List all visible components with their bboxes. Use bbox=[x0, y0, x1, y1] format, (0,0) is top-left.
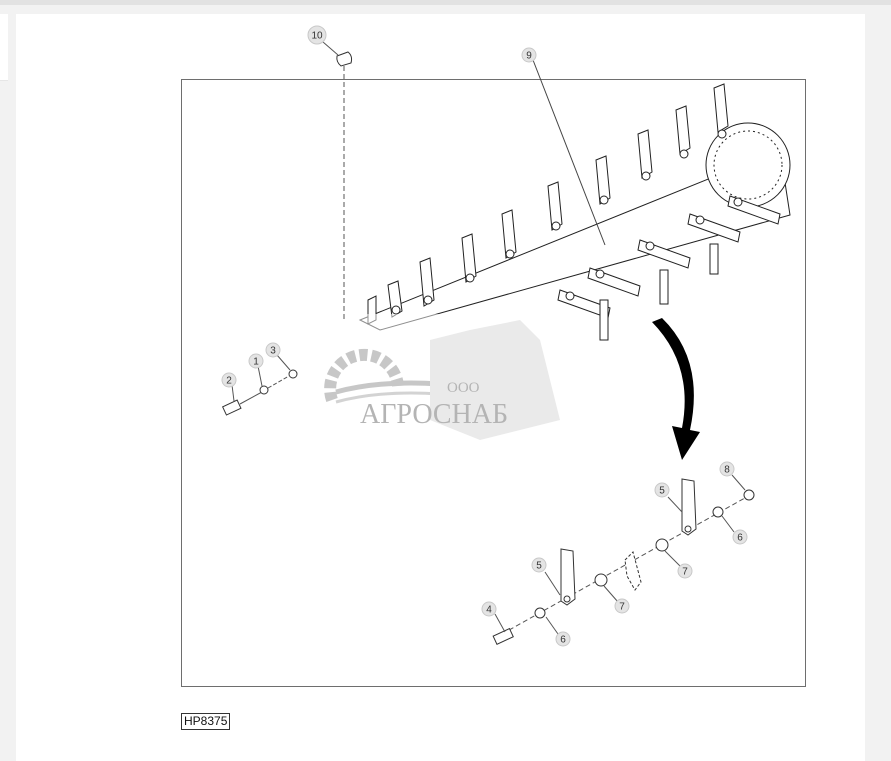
svg-text:2: 2 bbox=[226, 376, 232, 387]
bolt-group-left bbox=[221, 354, 298, 416]
callout-6: 6 bbox=[732, 529, 748, 545]
svg-text:7: 7 bbox=[682, 567, 688, 578]
svg-text:10: 10 bbox=[311, 31, 323, 42]
callout-7: 7 bbox=[614, 598, 630, 614]
callout-2: 2 bbox=[221, 372, 237, 388]
callout-1: 1 bbox=[248, 353, 264, 369]
svg-text:АГРОСНАБ: АГРОСНАБ bbox=[360, 399, 508, 430]
svg-text:4: 4 bbox=[486, 605, 492, 616]
watermark-logo: ООО АГРОСНАБ bbox=[324, 314, 566, 454]
left-panel-edge bbox=[0, 14, 8, 81]
svg-text:ООО: ООО bbox=[447, 380, 480, 396]
svg-text:3: 3 bbox=[270, 346, 276, 357]
direction-arrow bbox=[652, 318, 700, 460]
callout-5: 5 bbox=[531, 557, 547, 573]
svg-text:8: 8 bbox=[724, 465, 730, 476]
callout-bubbles: 10 9 2 13 4 6 5 7 7 5 6 8 bbox=[221, 25, 748, 647]
figure-id-label: HP8375 bbox=[181, 713, 231, 730]
svg-text:7: 7 bbox=[619, 602, 625, 613]
part-10-cap bbox=[322, 41, 353, 320]
callout-8: 8 bbox=[719, 461, 735, 477]
svg-text:6: 6 bbox=[737, 533, 743, 544]
part-9-rotor bbox=[358, 59, 791, 341]
top-bar bbox=[0, 0, 891, 5]
callout-5: 5 bbox=[654, 482, 670, 498]
callout-10: 10 bbox=[307, 25, 327, 45]
svg-text:5: 5 bbox=[659, 486, 665, 497]
svg-text:6: 6 bbox=[560, 635, 566, 646]
callout-3: 3 bbox=[265, 342, 281, 358]
svg-text:5: 5 bbox=[536, 561, 542, 572]
callout-4: 4 bbox=[481, 601, 497, 617]
callout-9: 9 bbox=[521, 47, 537, 63]
svg-text:1: 1 bbox=[253, 357, 259, 368]
svg-text:9: 9 bbox=[526, 51, 532, 62]
knife-assembly-exploded bbox=[492, 474, 755, 645]
callout-7: 7 bbox=[677, 563, 693, 579]
callout-6: 6 bbox=[555, 631, 571, 647]
